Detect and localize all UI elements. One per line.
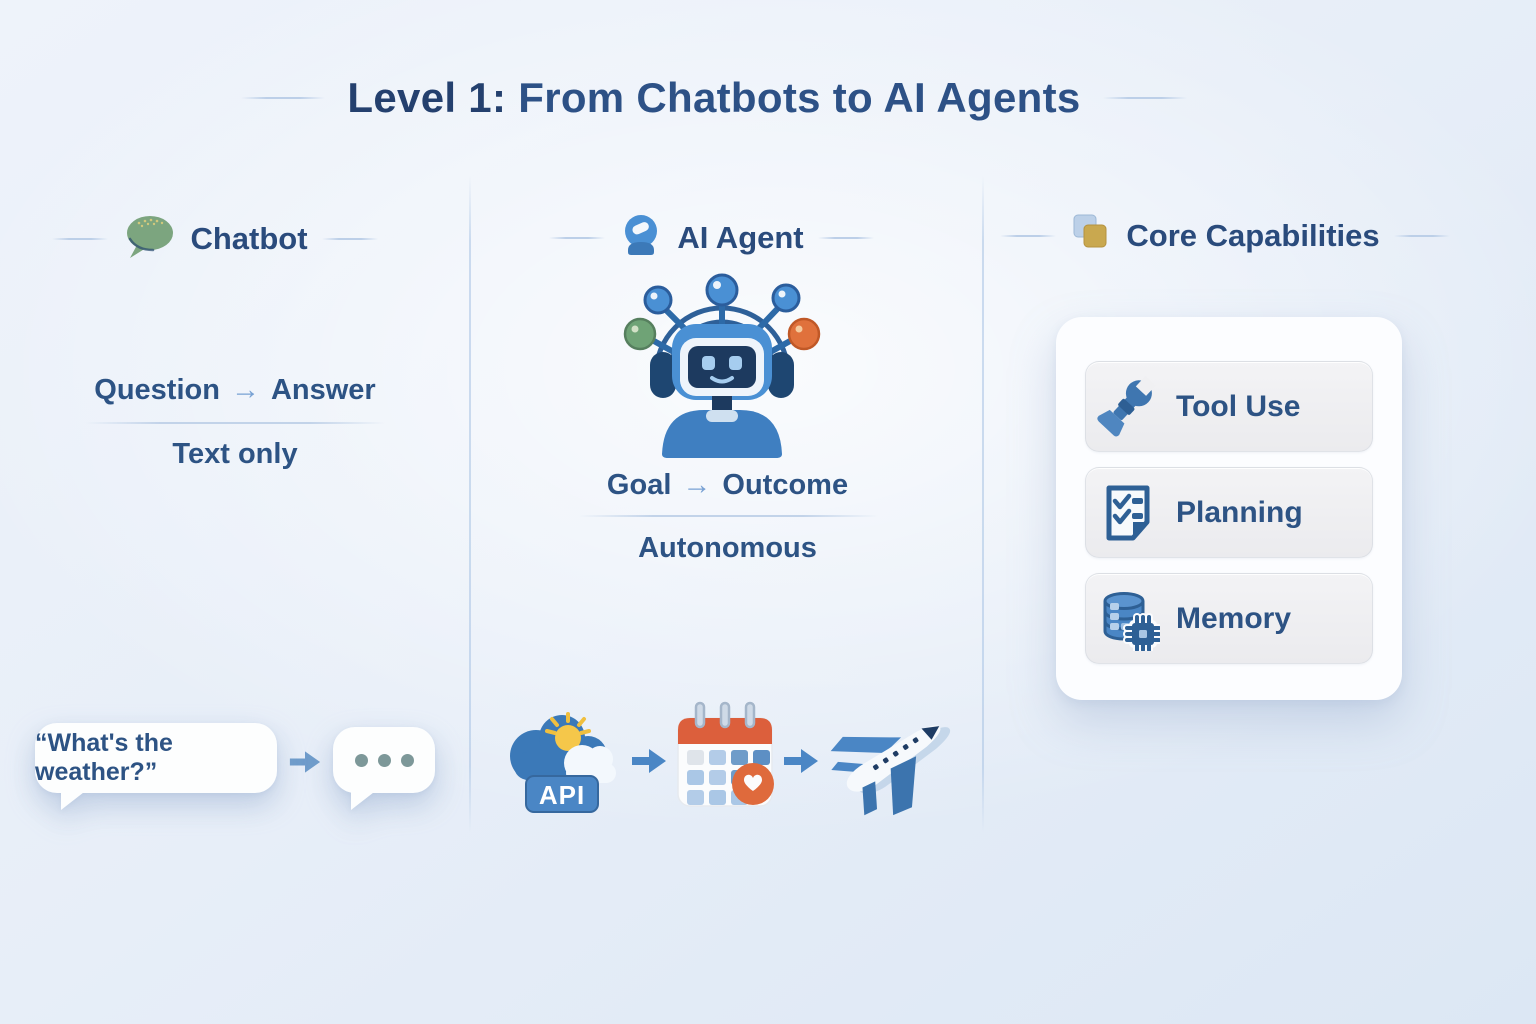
agent-header-right-line <box>817 236 874 239</box>
stacked-squares-icon <box>1070 212 1112 259</box>
capability-item-memory: Memory <box>1085 573 1373 664</box>
agent-header-label: AI Agent <box>677 219 804 255</box>
agent-header: AI Agent <box>454 212 969 263</box>
chatbot-header-right-line <box>321 237 378 240</box>
chatbot-flow-from: Question <box>94 374 220 406</box>
agent-flow-arrow: → <box>682 469 712 501</box>
chatbot-flow: Question → Answer <box>0 374 470 407</box>
agent-flow-to: Outcome <box>722 469 849 501</box>
title-left-line <box>241 97 326 99</box>
capability-item-planning: Planning <box>1085 467 1373 558</box>
chatbot-header: Chatbot <box>0 212 450 265</box>
capabilities-card: Tool Use Planning <box>1056 317 1402 700</box>
robot-illustration <box>600 262 844 467</box>
agent-column: AI Agent <box>470 0 985 1024</box>
api-badge-label: API <box>539 780 585 810</box>
wrench-icon <box>1096 375 1160 439</box>
agent-divider <box>577 515 878 517</box>
title-level: Level 1: <box>347 74 507 121</box>
agent-flow-from: Goal <box>606 469 672 501</box>
capability-label: Memory <box>1176 601 1292 635</box>
agent-header-left-line <box>549 236 606 239</box>
calendar-icon <box>675 700 775 817</box>
question-bubble-text: “What's the weather?” <box>35 729 173 786</box>
agent-mode-label: Autonomous <box>638 532 817 564</box>
question-bubble: “What's the weather?” <box>35 723 277 810</box>
chatbot-flow-arrow: → <box>230 374 260 406</box>
typing-dot <box>377 753 391 767</box>
capabilities-header-label: Core Capabilities <box>1126 217 1380 253</box>
column-separator-right <box>982 176 984 832</box>
typing-dots-icon <box>333 727 435 810</box>
chatbot-flow-to: Answer <box>270 374 376 406</box>
arrow-icon <box>783 746 819 781</box>
capability-label: Planning <box>1176 495 1303 529</box>
page-title-row: Level 1: From Chatbots to AI Agents <box>0 74 1428 122</box>
robot-head-icon <box>619 212 663 263</box>
agent-flow: Goal → Outcome <box>470 469 985 502</box>
title-rest: From Chatbots to AI Agents <box>518 74 1081 121</box>
capabilities-column: Core Capabilities Tool Us <box>985 0 1475 1024</box>
checklist-icon <box>1096 481 1160 545</box>
chatbot-header-left-line <box>52 237 109 240</box>
typing-dot <box>354 753 368 767</box>
agent-pipeline: API <box>470 694 985 823</box>
capability-item-tool-use: Tool Use <box>1085 361 1373 452</box>
database-chip-icon <box>1096 587 1160 651</box>
arrow-icon <box>631 746 667 781</box>
chatbot-column: Chatbot Question → Answer Text only “What'… <box>0 0 470 1024</box>
chatbot-mode-label: Text only <box>172 438 298 470</box>
chatbot-example: “What's the weather?” <box>0 716 470 810</box>
arrow-icon <box>289 748 321 781</box>
capabilities-header-right-line <box>1393 234 1450 237</box>
title-right-line <box>1102 97 1187 99</box>
chat-bubble-icon <box>122 212 176 265</box>
chatbot-header-label: Chatbot <box>190 220 308 256</box>
weather-api-cloud-icon: API <box>498 700 623 820</box>
column-separator-left <box>469 176 471 832</box>
chatbot-divider <box>85 422 385 424</box>
typing-dot <box>400 753 414 767</box>
capabilities-header: Core Capabilities <box>980 212 1470 259</box>
capabilities-header-left-line <box>1000 234 1057 237</box>
capability-label: Tool Use <box>1176 389 1301 423</box>
page-title: Level 1: From Chatbots to AI Agents <box>347 74 1080 122</box>
airplane-icon <box>827 698 957 823</box>
